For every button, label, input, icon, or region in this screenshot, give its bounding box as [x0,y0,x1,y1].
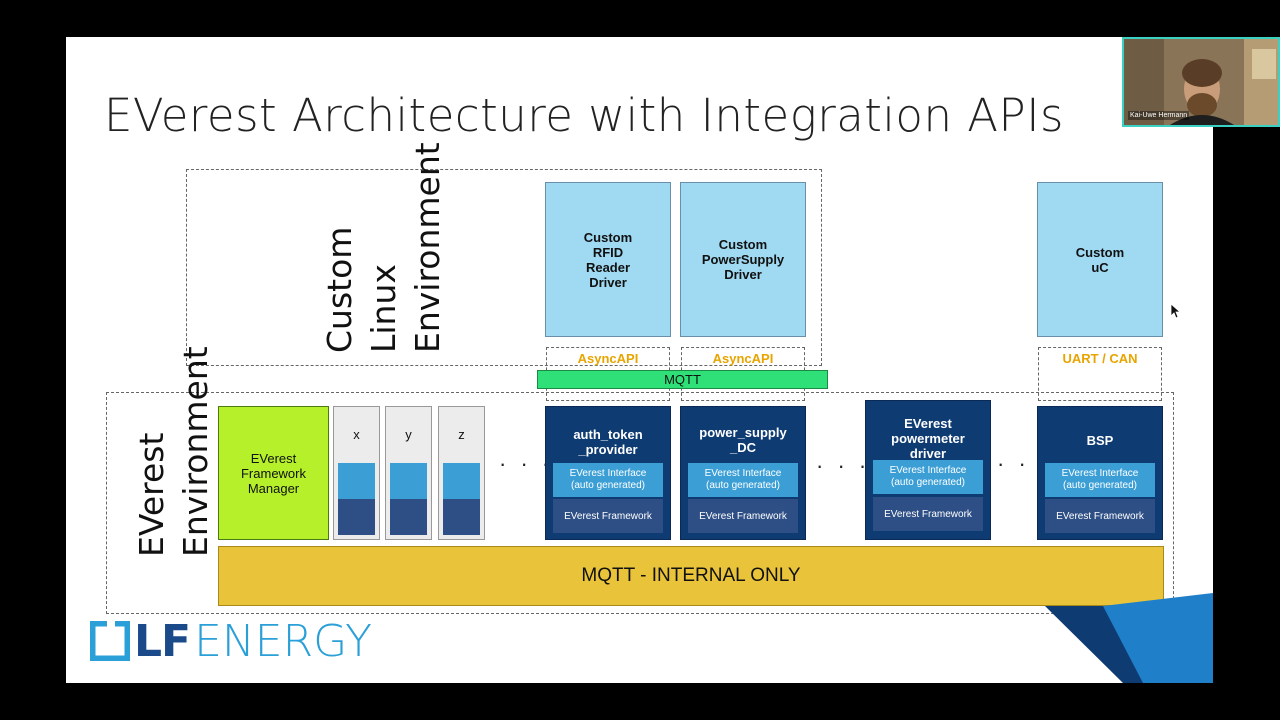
mini-module-y-framework [390,499,427,535]
everest-environment-region [106,392,1174,614]
everest-framework-manager-box: EVerest Framework Manager [218,406,329,540]
module-powermeter-driver-interface: EVerest Interface (auto generated) [873,460,983,494]
mini-module-z-framework [443,499,480,535]
module-bsp-framework: EVerest Framework [1045,499,1155,533]
module-auth-token-provider: auth_token _provider EVerest Interface (… [545,406,671,540]
custom-rfid-reader-driver-box: Custom RFID Reader Driver [545,182,671,337]
mini-module-y: y [385,406,432,540]
everest-env-label-text: EVerest Environment [132,346,215,557]
mini-module-y-label: y [405,427,412,442]
module-auth-token-provider-framework: EVerest Framework [553,499,663,533]
module-powermeter-driver-title: EVerest powermeter driver [891,416,965,461]
custom-powersupply-driver-box: Custom PowerSupply Driver [680,182,806,337]
mini-module-z-label: z [458,427,465,442]
uart-can-connector [1038,347,1162,401]
module-power-supply-dc-title: power_supply _DC [699,425,787,455]
mouse-cursor-icon [1171,304,1181,318]
mini-module-x: x [333,406,380,540]
webcam-overlay[interactable]: Kai-Uwe Hermann [1122,37,1280,127]
lf-energy-logo: LF ENERGY [90,615,372,667]
corner-decoration [1045,593,1213,683]
uart-can-label: UART / CAN [1062,351,1138,366]
everest-environment-label: EVerest Environment [130,346,218,557]
lf-energy-logo-icon [90,621,130,661]
mqtt-external-bar: MQTT [537,370,828,389]
mini-module-x-framework [338,499,375,535]
mini-module-y-interface [390,463,427,499]
module-bsp-title: BSP [1086,433,1114,448]
module-auth-token-provider-interface: EVerest Interface (auto generated) [553,463,663,497]
mini-module-z-interface [443,463,480,499]
module-bsp-interface: EVerest Interface (auto generated) [1045,463,1155,497]
asyncapi-label-1: AsyncAPI [577,351,639,366]
asyncapi-label-2: AsyncAPI [712,351,774,366]
webcam-video [1124,39,1278,125]
slide-title: EVerest Architecture with Integration AP… [104,89,1064,142]
custom-uc-box: Custom uC [1037,182,1163,337]
custom-linux-label-line-1: Custom Linux Environment [320,142,447,353]
logo-energy-text: ENERGY [194,615,372,667]
module-bsp: BSP EVerest Interface (auto generated) E… [1037,406,1163,540]
module-powermeter-driver: EVerest powermeter driver EVerest Interf… [865,400,991,540]
module-power-supply-dc-framework: EVerest Framework [688,499,798,533]
ellipsis-2: · · · [816,453,871,478]
ellipsis-1: · · · [499,451,554,476]
custom-linux-environment-region [186,169,822,366]
mqtt-internal-bar: MQTT - INTERNAL ONLY [218,546,1164,606]
module-power-supply-dc: power_supply _DC EVerest Interface (auto… [680,406,806,540]
module-auth-token-provider-title: auth_token _provider [573,427,643,457]
custom-linux-environment-label: Custom Linux Environment [318,142,450,353]
mini-module-x-interface [338,463,375,499]
corner-blue-shape [1103,593,1213,683]
mini-module-z: z [438,406,485,540]
webcam-name-label: Kai-Uwe Hermann [1128,111,1190,120]
slide: EVerest Architecture with Integration AP… [66,37,1213,683]
logo-lf-text: LF [134,615,191,667]
module-powermeter-driver-framework: EVerest Framework [873,497,983,531]
mini-module-x-label: x [353,427,360,442]
module-power-supply-dc-interface: EVerest Interface (auto generated) [688,463,798,497]
